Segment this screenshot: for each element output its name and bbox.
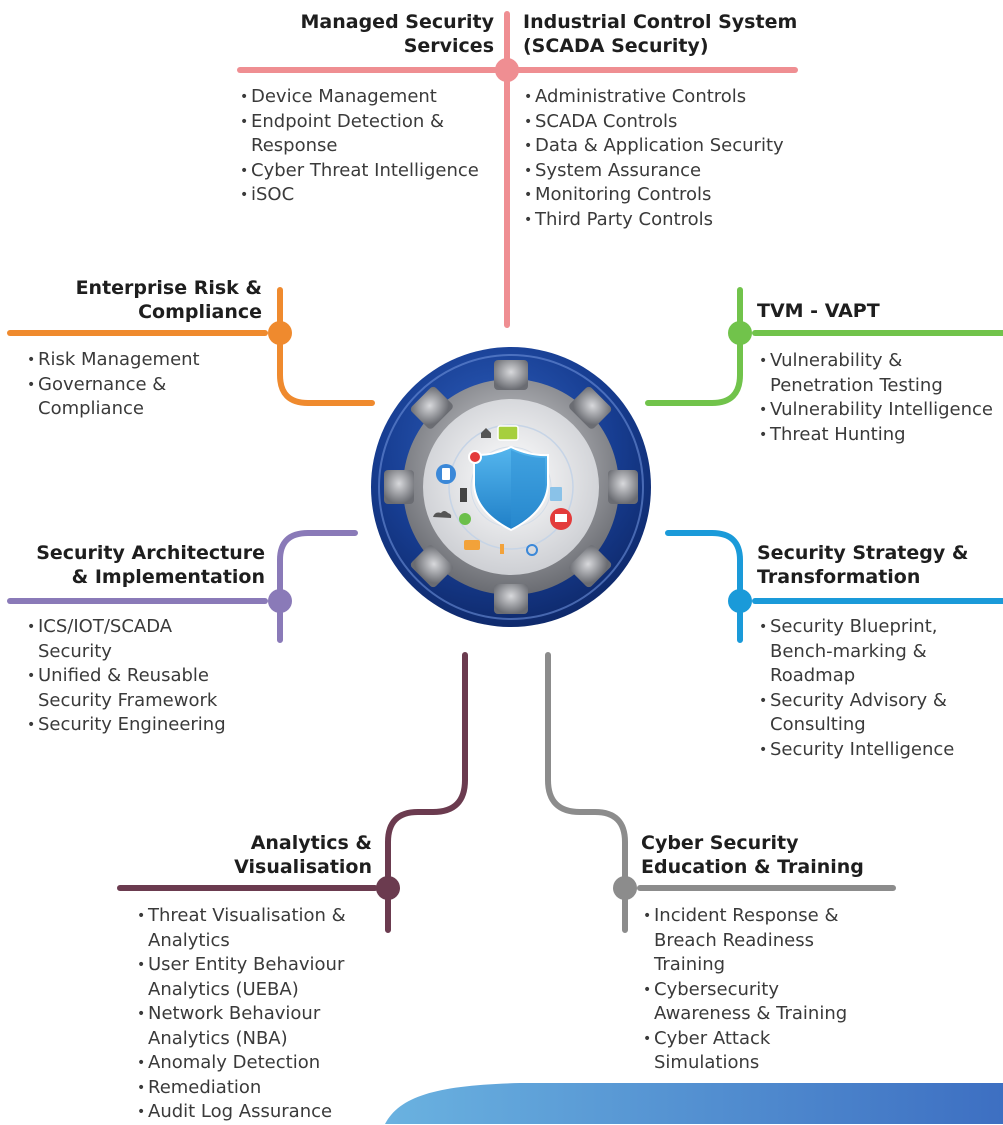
list-item: Vulnerability & (759, 349, 1003, 374)
list-item-continuation: Bench-marking & (770, 640, 927, 662)
list-item-continuation: Consulting (770, 714, 866, 735)
connector-strategy-curve (665, 530, 743, 643)
list-item: ICS/IOT/SCADA (27, 615, 272, 640)
document-icon (550, 487, 562, 501)
list-item: Security Blueprint, (759, 615, 999, 640)
list-item: Cybersecurity (643, 978, 893, 1003)
list-item: System Assurance (524, 159, 814, 184)
title-security-architecture: Security Architecture & Implementation (36, 542, 265, 588)
list-item-continuation: Analytics (UEBA) (148, 978, 299, 1000)
target-icon (468, 450, 482, 464)
bar-icon (500, 544, 504, 554)
list-item: Security Intelligence (759, 738, 999, 763)
list-item: Anomaly Detection (137, 1051, 377, 1076)
list-item-continuation: Security (38, 640, 112, 662)
list-item: Remediation (137, 1076, 377, 1101)
title-industrial-control-system: Industrial Control System (SCADA Securit… (523, 11, 798, 57)
connector-education-curve (545, 652, 628, 933)
list-item: Monitoring Controls (524, 183, 814, 208)
server-icon (460, 488, 467, 502)
node-managed-ics (495, 58, 519, 82)
list-security-strategy: Security Blueprint, Bench-marking & Road… (759, 615, 999, 762)
bottom-wave (385, 1083, 1003, 1124)
list-item-continuation: Penetration Testing (770, 374, 943, 396)
node-tvm (728, 321, 752, 345)
list-item-continuation: Simulations (654, 1052, 760, 1073)
node-education (613, 876, 637, 900)
list-managed-security-services: Device Management Endpoint Detection & R… (240, 85, 502, 208)
list-item: Security Engineering (27, 713, 272, 738)
list-item: Administrative Controls (524, 85, 814, 110)
list-item: Risk Management (27, 348, 267, 373)
magnifier-icon (526, 544, 538, 556)
list-security-architecture: ICS/IOT/SCADA Security Unified & Reusabl… (27, 615, 272, 738)
list-item: SCADA Controls (524, 110, 814, 135)
title-enterprise-risk-compliance: Enterprise Risk & Compliance (75, 277, 262, 323)
list-item: Third Party Controls (524, 208, 814, 233)
list-item: Security Advisory & (759, 689, 999, 714)
connector-tvm-curve (645, 287, 743, 406)
monitor-icon (497, 425, 519, 441)
list-item: Cyber Threat Intelligence (240, 159, 502, 184)
list-item: Audit Log Assurance (137, 1100, 377, 1125)
list-item-continuation: Training (654, 954, 726, 975)
list-item: Endpoint Detection & (240, 110, 502, 135)
home-icon (481, 428, 491, 438)
connector-arch-curve (277, 530, 358, 643)
connector-analytics-curve (385, 652, 468, 933)
list-item-continuation: Breach Readiness (654, 929, 814, 951)
list-industrial-control-system: Administrative Controls SCADA Controls D… (524, 85, 814, 232)
node-arch (268, 589, 292, 613)
title-managed-security-services: Managed Security Services (300, 11, 495, 57)
list-item-continuation: Analytics (NBA) (148, 1027, 288, 1049)
title-analytics-visualisation: Analytics & Visualisation (234, 832, 372, 878)
lock-icon (459, 513, 471, 525)
list-item: Threat Visualisation & (137, 904, 377, 929)
list-item: iSOC (240, 183, 502, 208)
list-item: Device Management (240, 85, 502, 110)
center-gear-graphic (371, 347, 651, 627)
list-item: User Entity Behaviour (137, 953, 377, 978)
list-analytics-visualisation: Threat Visualisation & Analytics User En… (137, 904, 377, 1125)
cloud-icon (433, 511, 452, 518)
list-item: Cyber Attack (643, 1027, 893, 1052)
list-item: Governance & (27, 373, 267, 398)
list-cyber-security-education: Incident Response & Breach Readiness Tra… (643, 904, 893, 1076)
list-item-continuation: Compliance (38, 398, 144, 419)
list-tvm-vapt: Vulnerability & Penetration Testing Vuln… (759, 349, 1003, 447)
camera-icon (464, 540, 480, 550)
node-strategy (728, 589, 752, 613)
list-item: Network Behaviour (137, 1002, 377, 1027)
list-item: Unified & Reusable (27, 664, 272, 689)
list-item-continuation: Awareness & Training (654, 1003, 848, 1024)
list-item: Vulnerability Intelligence (759, 398, 1003, 423)
list-item: Incident Response & (643, 904, 893, 929)
list-item: Threat Hunting (759, 423, 1003, 448)
node-analytics (376, 876, 400, 900)
title-cyber-security-education: Cyber Security Education & Training (641, 832, 864, 878)
list-item-continuation: Analytics (148, 929, 230, 951)
title-tvm-vapt: TVM - VAPT (757, 300, 880, 322)
list-item-continuation: Roadmap (770, 665, 856, 686)
node-erc (268, 321, 292, 345)
list-item-continuation: Security Framework (38, 689, 218, 711)
list-item: Data & Application Security (524, 134, 814, 159)
connector-erc-curve (277, 287, 375, 406)
list-enterprise-risk-compliance: Risk Management Governance & Compliance (27, 348, 267, 422)
title-security-strategy: Security Strategy & Transformation (757, 542, 969, 588)
list-item-continuation: Response (251, 135, 338, 156)
